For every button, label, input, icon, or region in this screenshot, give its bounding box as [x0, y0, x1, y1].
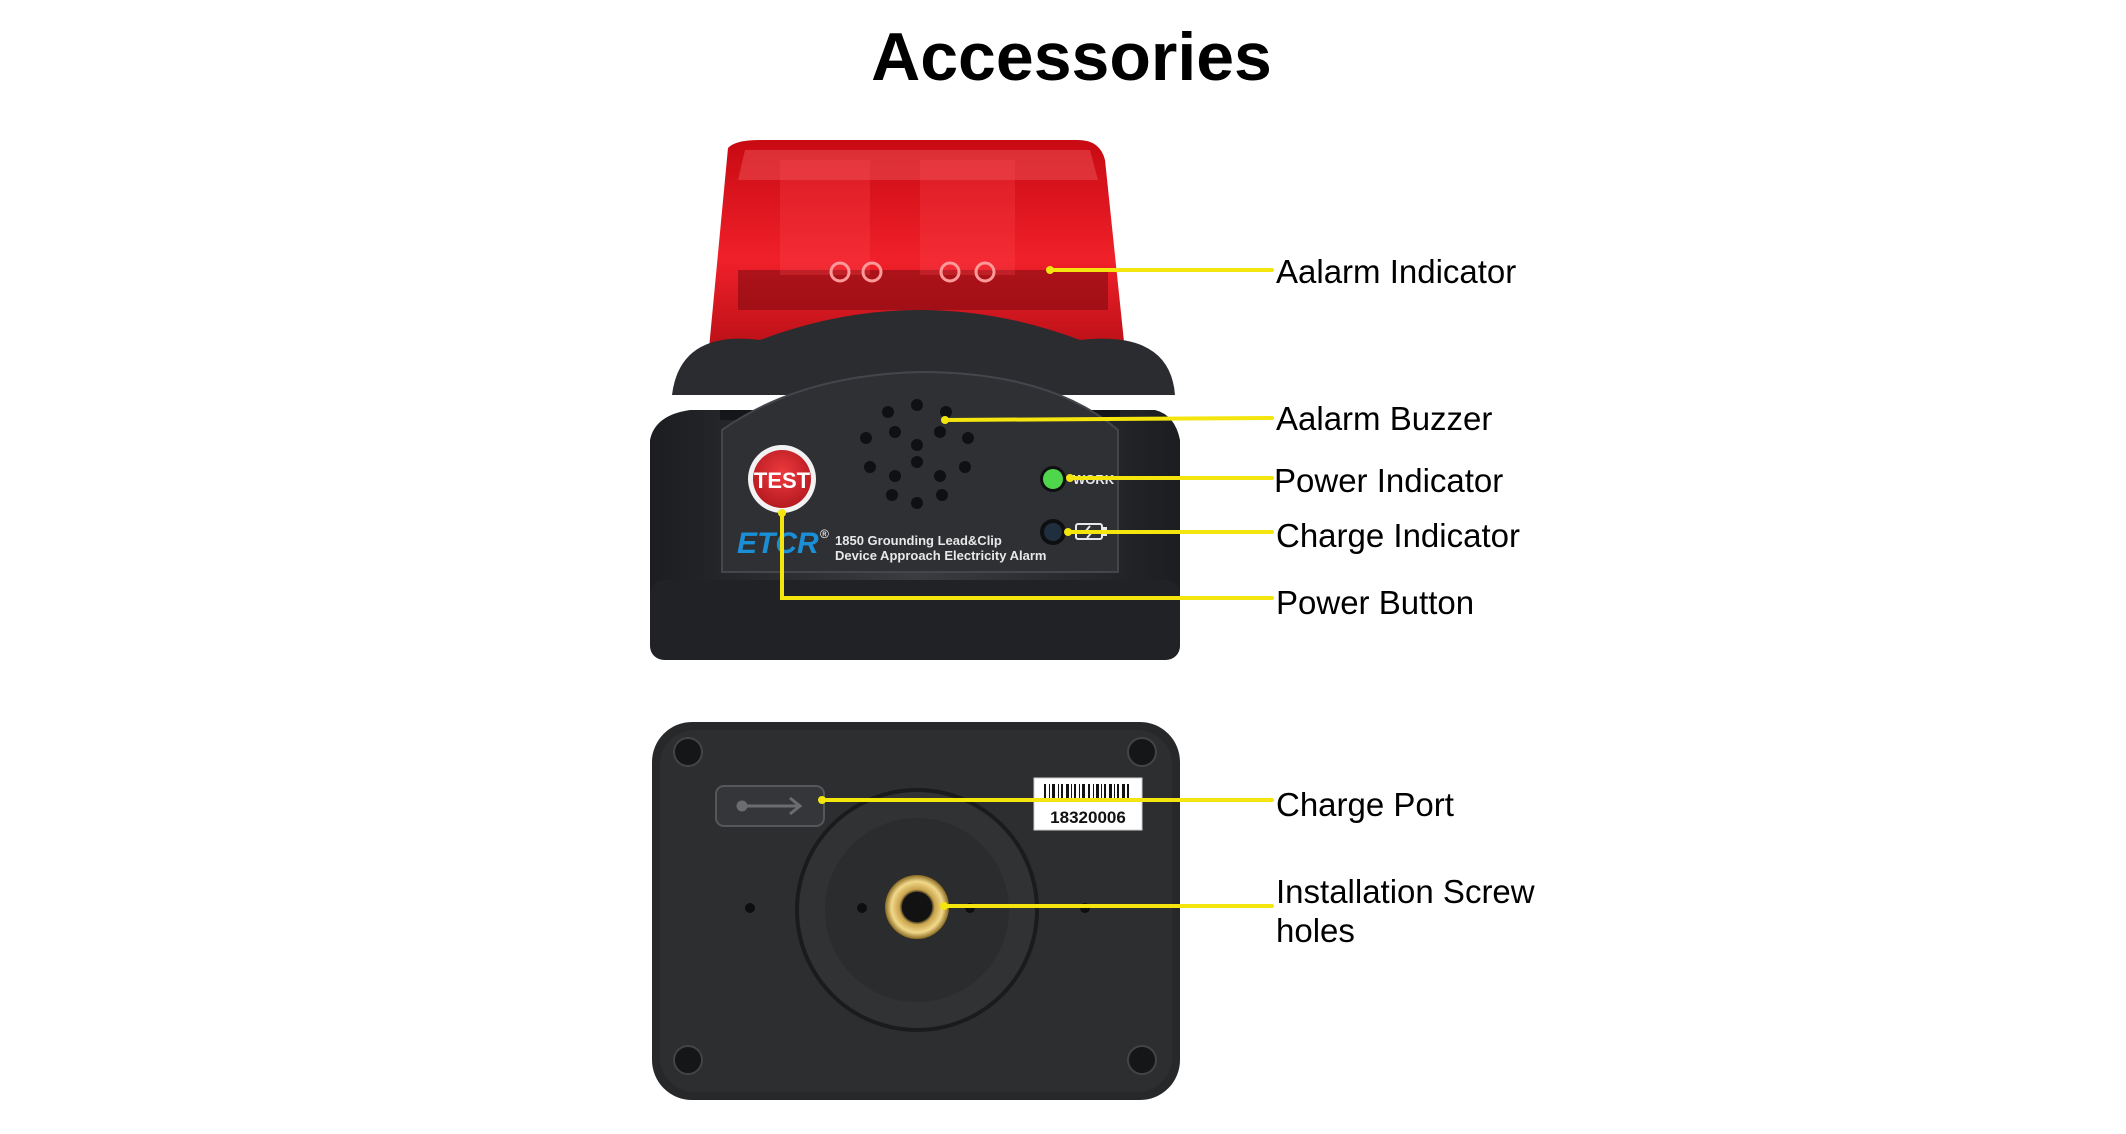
callout-charge-indicator: Charge Indicator: [1276, 517, 1520, 554]
corner-screw-icon: [673, 737, 1157, 1075]
model-line-1: 1850 Grounding Lead&Clip: [835, 533, 1002, 548]
brand-registered-mark: ®: [820, 527, 829, 541]
alarm-led-icon: [829, 261, 996, 283]
leader-alarm-buzzer: [943, 416, 1274, 422]
work-led: WORK: [1040, 466, 1115, 492]
usb-icon: [736, 796, 803, 816]
leader-power-button: [780, 511, 1274, 600]
screw-insert-icon: [885, 875, 949, 939]
test-button-label: TEST: [754, 468, 811, 493]
callout-power-button: Power Button: [1276, 584, 1475, 621]
page-title: Accessories: [871, 19, 1272, 95]
serial-label: 18320006: [1033, 777, 1143, 831]
leader-lines: [780, 268, 1274, 908]
callout-power-indicator: Power Indicator: [1274, 462, 1504, 499]
charge-led: [1040, 519, 1066, 545]
buzzer-grille-icon: [860, 399, 974, 509]
model-line-2: Device Approach Electricity Alarm: [835, 548, 1046, 563]
leader-dots: [778, 266, 1074, 910]
callout-alarm-buzzer: Aalarm Buzzer: [1276, 400, 1493, 437]
callout-installation-screw-holes: Installation Screw holes: [1276, 873, 1535, 949]
callout-charge-port: Charge Port: [1276, 786, 1454, 823]
test-button[interactable]: TEST: [748, 445, 816, 513]
charge-port: [715, 785, 825, 827]
callout-alarm-indicator: Aalarm Indicator: [1276, 253, 1517, 290]
alarm-lens: [706, 140, 1128, 380]
serial-number: 18320006: [1050, 808, 1126, 827]
brand-logo: ETCR: [737, 527, 819, 560]
barcode-icon: [1044, 784, 1129, 802]
